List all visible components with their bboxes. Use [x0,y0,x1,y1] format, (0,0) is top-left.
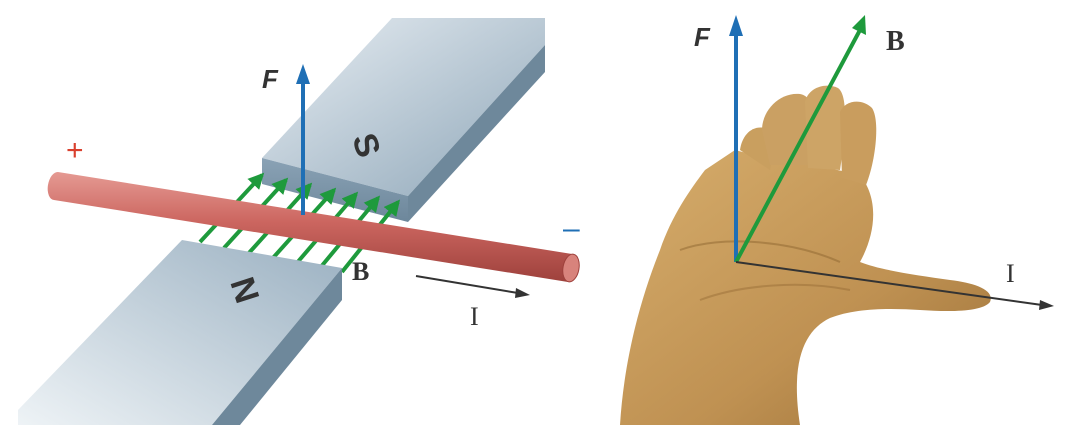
force-label-right: F [694,22,711,52]
force-arrow-right [729,15,743,262]
field-label-left: B [352,257,369,286]
force-arrow [296,64,310,215]
current-label-right: I [1006,259,1015,288]
finger [762,93,813,165]
field-label-right: B [886,26,905,57]
left-figure: + – F B I S N [18,18,580,425]
current-label-left: I [470,302,479,331]
field-arrow-right [734,15,866,263]
minus-sign: – [563,212,580,245]
hand-illustration [620,85,991,425]
palm-crease [699,283,851,301]
north-magnet [18,240,342,425]
right-figure: F B I [620,15,1054,425]
palm-crease [679,240,841,263]
force-label-left: F [262,64,279,94]
finger [805,85,845,170]
wire-end [562,253,580,283]
wire [47,171,580,283]
current-arrow [415,275,530,298]
current-arrow-right [735,261,1054,310]
plus-sign: + [66,134,84,167]
finger [840,101,877,185]
